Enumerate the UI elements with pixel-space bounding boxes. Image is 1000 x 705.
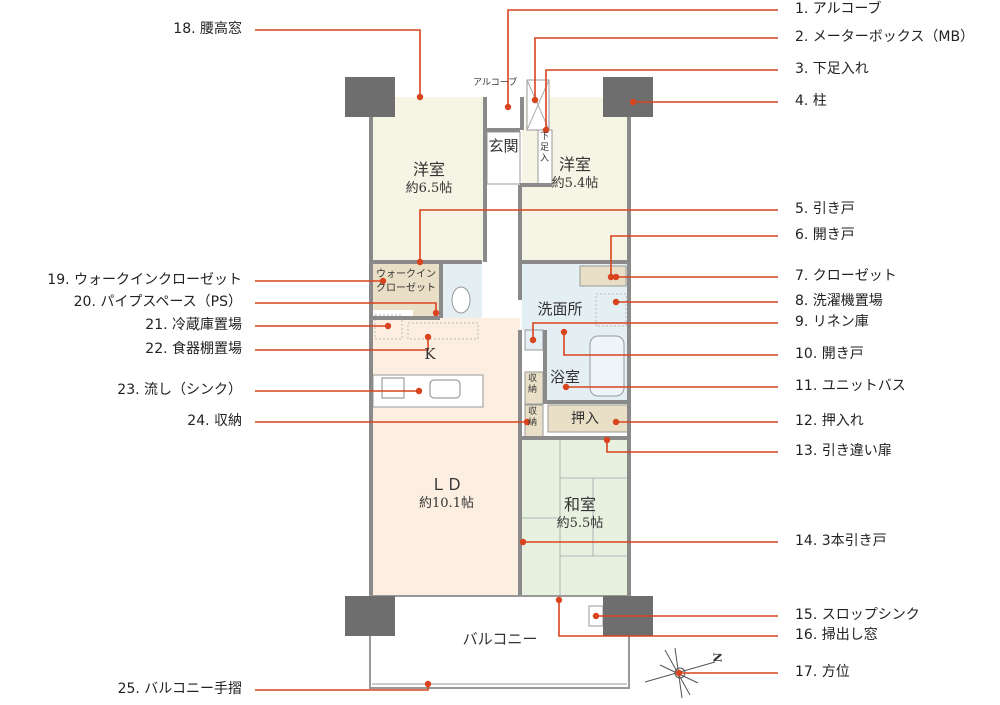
washroom-label: 洗面所 bbox=[537, 300, 583, 318]
callout-dot bbox=[560, 328, 568, 336]
callout-dot bbox=[519, 538, 527, 546]
callout-dot bbox=[379, 277, 387, 285]
callout-label: 21. 冷蔵庫置場 bbox=[145, 317, 242, 333]
callout-label: 18. 腰高窓 bbox=[173, 21, 242, 37]
western-room-1-label: 洋室約6.5帖 bbox=[373, 160, 485, 198]
pillars bbox=[345, 77, 653, 636]
leader-line bbox=[255, 302, 437, 313]
callout-dot bbox=[555, 596, 563, 604]
callout-label: 17. 方位 bbox=[795, 664, 850, 680]
leader-line bbox=[255, 29, 421, 97]
callout-dot bbox=[416, 93, 424, 101]
callout-dot bbox=[424, 680, 432, 688]
pipe-space bbox=[413, 310, 440, 318]
room-size: 約5.4帖 bbox=[551, 175, 599, 191]
alcove-label: アルコーブ bbox=[473, 78, 518, 88]
leader-line bbox=[534, 37, 778, 100]
walk-in-closet bbox=[373, 262, 440, 310]
callout-label: 22. 食器棚置場 bbox=[145, 341, 242, 357]
callout-label: 16. 掃出し窓 bbox=[795, 627, 878, 643]
closet bbox=[579, 265, 627, 287]
callout-label: 4. 柱 bbox=[795, 93, 827, 109]
callout-dot bbox=[612, 298, 620, 306]
fridge-space bbox=[374, 314, 403, 340]
wic-label: ウォークイン クローゼット bbox=[376, 269, 436, 294]
callout-label: 14. 3本引き戸 bbox=[795, 533, 887, 549]
callout-label: 13. 引き違い扉 bbox=[795, 443, 892, 459]
room-name: ＬＤ bbox=[430, 475, 463, 494]
callout-dot bbox=[529, 336, 537, 344]
callout-label: 25. バルコニー手摺 bbox=[117, 681, 242, 697]
leader-line bbox=[507, 9, 778, 107]
bathroom-label: 浴室 bbox=[549, 368, 580, 386]
balcony-label: バルコニー bbox=[462, 630, 538, 648]
room-name: 洋室 bbox=[558, 155, 591, 174]
washer-space bbox=[595, 293, 627, 327]
callout-label: 20. パイプスペース（PS） bbox=[73, 294, 242, 310]
callout-dot bbox=[592, 612, 600, 620]
callout-label: 23. 流し（シンク） bbox=[117, 382, 242, 398]
cupboard-space bbox=[407, 322, 479, 340]
entrance-label: 玄関 bbox=[488, 137, 519, 155]
callout-dot bbox=[612, 273, 620, 281]
western-room-1 bbox=[373, 97, 485, 262]
callout-label: 11. ユニットバス bbox=[795, 378, 906, 394]
callout-label: 6. 開き戸 bbox=[795, 227, 855, 243]
storage-2-label: 収納 bbox=[528, 407, 538, 428]
callout-label: 10. 開き戸 bbox=[795, 346, 864, 362]
washitsu-label: 和室約5.5帖 bbox=[540, 495, 620, 533]
room-size: 約10.1帖 bbox=[419, 495, 474, 511]
leader-line bbox=[558, 600, 778, 637]
storage-1-label: 収納 bbox=[528, 374, 538, 395]
western-room-2-label: 洋室約5.4帖 bbox=[522, 155, 628, 193]
callout-label: 9. リネン庫 bbox=[795, 314, 869, 330]
callout-dot bbox=[562, 383, 570, 391]
callout-label: 15. スロップシンク bbox=[795, 607, 920, 623]
balcony bbox=[369, 595, 630, 689]
kitchen-ld bbox=[373, 318, 520, 596]
room-name: 和室 bbox=[563, 495, 596, 514]
callout-dot bbox=[415, 387, 423, 395]
callout-dot bbox=[612, 418, 620, 426]
callout-dot bbox=[523, 418, 531, 426]
callout-label: 7. クローゼット bbox=[795, 268, 897, 284]
callout-label: 2. メーターボックス（MB） bbox=[795, 29, 975, 45]
callout-dot bbox=[675, 669, 683, 677]
leader-line bbox=[606, 440, 778, 453]
callout-dot bbox=[424, 333, 432, 341]
leader-line bbox=[563, 332, 778, 356]
entrance bbox=[486, 131, 521, 185]
leader-line bbox=[532, 322, 778, 340]
callout-label: 19. ウォークインクローゼット bbox=[47, 272, 242, 288]
leader-line bbox=[610, 235, 778, 277]
callout-dot bbox=[607, 273, 615, 281]
kitchen-label: K bbox=[424, 345, 436, 363]
north-label: N bbox=[711, 652, 725, 663]
callout-label: 24. 収納 bbox=[187, 413, 242, 429]
callout-dot bbox=[629, 98, 637, 106]
callout-label: 12. 押入れ bbox=[795, 413, 864, 429]
callout-dot bbox=[603, 436, 611, 444]
callout-dot bbox=[384, 322, 392, 330]
room-size: 約5.5帖 bbox=[556, 515, 604, 531]
callout-label: 1. アルコーブ bbox=[795, 1, 882, 17]
room-name: 洋室 bbox=[412, 160, 445, 179]
callout-dot bbox=[432, 309, 440, 317]
shoe-cabinet-label: 下足入 bbox=[540, 132, 550, 164]
callout-dot bbox=[542, 126, 550, 134]
callout-dot bbox=[504, 103, 512, 111]
room-size: 約6.5帖 bbox=[405, 180, 453, 196]
leader-line bbox=[255, 337, 429, 351]
callout-dot bbox=[416, 258, 424, 266]
callout-dot bbox=[531, 96, 539, 104]
leader-line bbox=[419, 209, 778, 262]
oshiire-label: 押入 bbox=[571, 411, 599, 427]
callout-label: 3. 下足入れ bbox=[795, 61, 869, 77]
callout-label: 8. 洗濯機置場 bbox=[795, 293, 883, 309]
callout-label: 5. 引き戸 bbox=[795, 201, 855, 217]
leader-line bbox=[545, 69, 778, 130]
